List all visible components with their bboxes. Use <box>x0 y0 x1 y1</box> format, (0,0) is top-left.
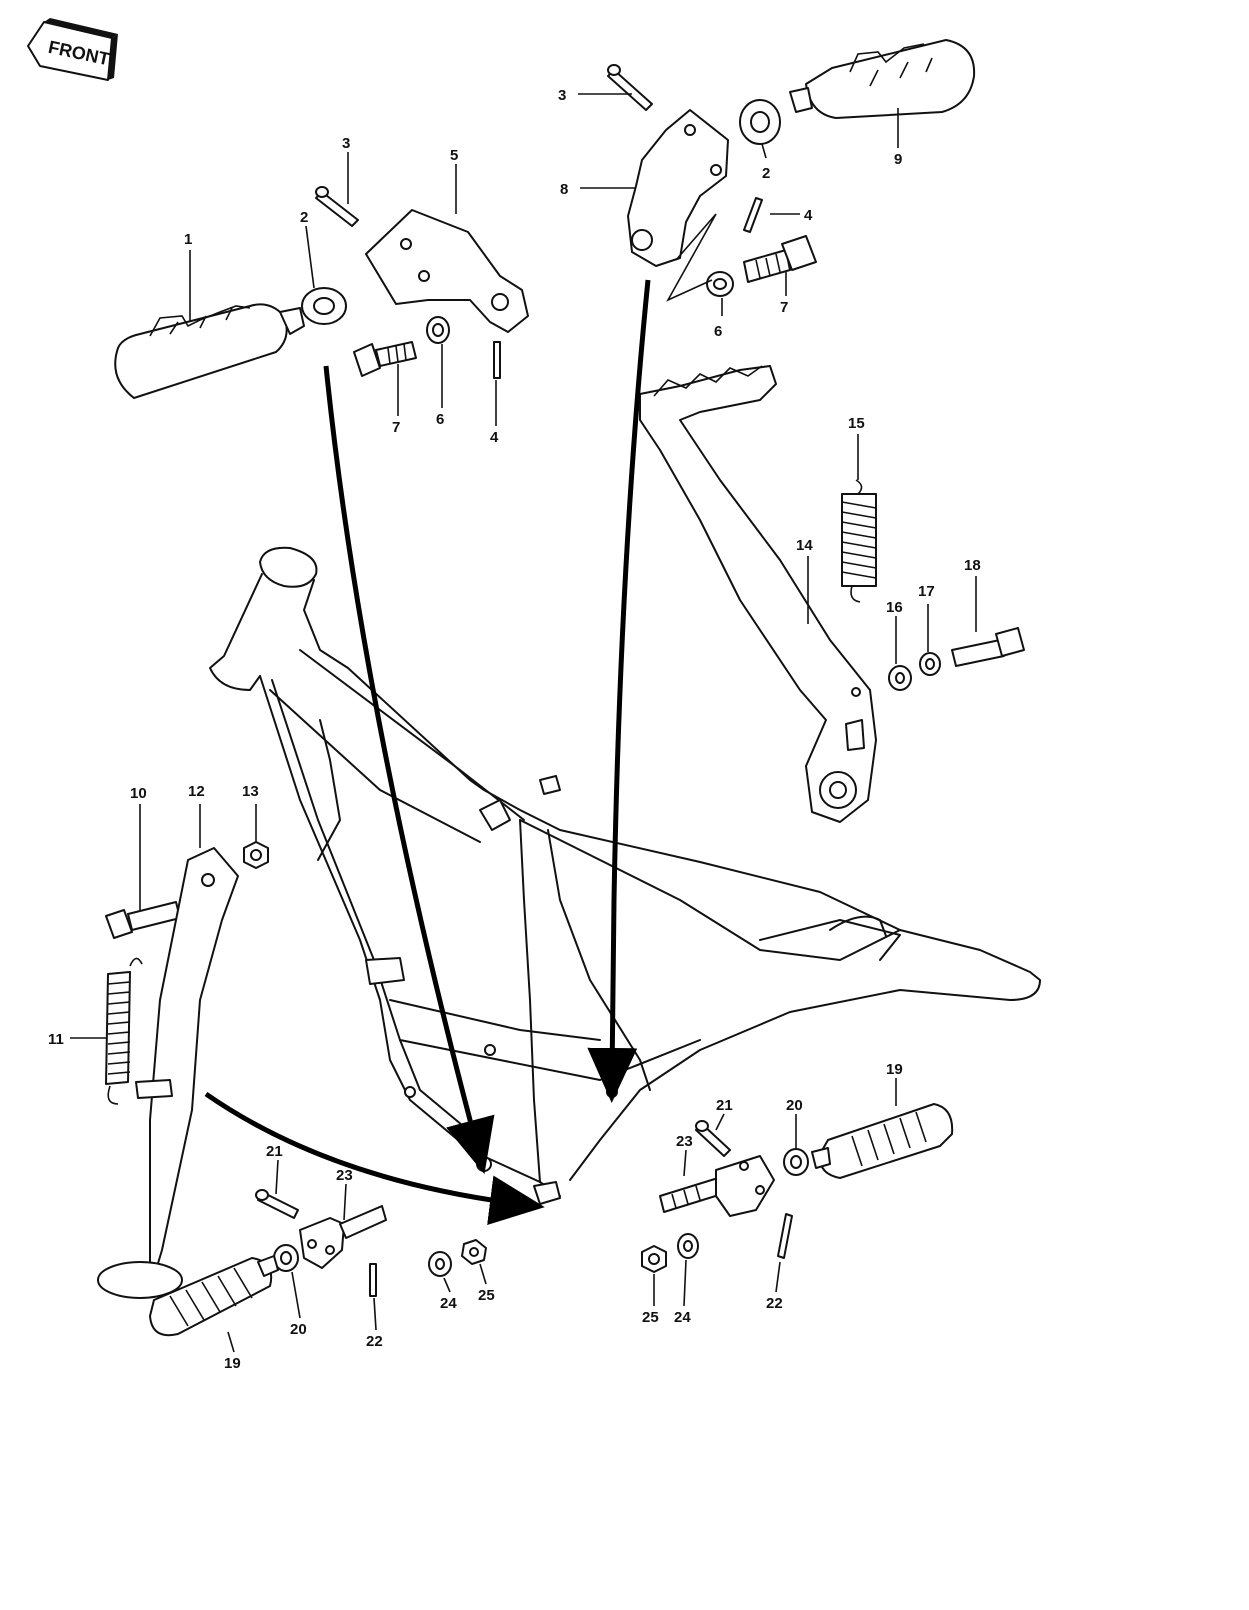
callout-2-right: 2 <box>762 165 770 182</box>
spring-11 <box>105 957 143 1105</box>
callout-6-left: 6 <box>436 411 444 428</box>
washer-24-left <box>428 1251 452 1277</box>
bracket-8 <box>627 109 729 267</box>
washer-2-right <box>739 99 781 145</box>
front-direction-badge: FRONT <box>27 18 118 81</box>
washer-6-right <box>706 271 734 297</box>
callout-22-right: 22 <box>766 1295 783 1312</box>
callout-16: 16 <box>886 599 903 616</box>
pin-3-left <box>315 186 359 227</box>
callout-6-right: 6 <box>714 323 722 340</box>
callout-19-right: 19 <box>886 1061 903 1078</box>
pin-3-right <box>607 64 653 111</box>
callout-1: 1 <box>184 231 192 248</box>
assembly-arrow-side-stand <box>204 1091 545 1226</box>
assembly-arrow-right-footrest <box>587 279 651 1103</box>
pin-21-left <box>255 1189 299 1219</box>
side-stand-12 <box>97 847 239 1299</box>
callout-23-right: 23 <box>676 1133 693 1150</box>
assembly-arrow-left-footrest <box>323 365 495 1175</box>
callout-25-left: 25 <box>478 1287 495 1304</box>
cotter-pin-4-right <box>743 197 763 233</box>
bracket-5 <box>365 209 529 333</box>
callout-24-left: 24 <box>440 1295 457 1312</box>
pin-21-right <box>695 1120 731 1157</box>
footrest-19-left <box>149 1255 279 1337</box>
motorcycle-frame <box>209 546 1041 1205</box>
bolt-18 <box>951 627 1025 667</box>
leader-lines <box>70 93 977 1353</box>
callout-3-right: 3 <box>558 87 566 104</box>
bracket-23-right <box>659 1155 775 1217</box>
nut-25-right <box>641 1245 667 1273</box>
callout-15: 15 <box>848 415 865 432</box>
bracket-8-leader-zigzag <box>666 213 717 302</box>
bolt-10 <box>105 901 181 939</box>
callout-20-right: 20 <box>786 1097 803 1114</box>
spring-15 <box>841 479 877 603</box>
bolt-7-right <box>743 235 817 283</box>
callout-20-left: 20 <box>290 1321 307 1338</box>
callout-7-left: 7 <box>392 419 400 436</box>
callout-17: 17 <box>918 583 935 600</box>
callout-23-left: 23 <box>336 1167 353 1184</box>
washer-6-left <box>426 316 450 344</box>
callout-8: 8 <box>560 181 568 198</box>
washer-17 <box>919 652 941 676</box>
callout-labels: 1 2 3 5 7 6 4 3 8 2 9 4 6 7 15 14 18 16 … <box>48 87 981 1372</box>
cotter-pin-22-right <box>777 1213 793 1259</box>
callout-5: 5 <box>450 147 458 164</box>
footrest-right <box>789 39 976 119</box>
callout-21-left: 21 <box>266 1143 283 1160</box>
callout-22-left: 22 <box>366 1333 383 1350</box>
washer-2-left <box>301 287 347 325</box>
callout-4-left: 4 <box>490 429 499 446</box>
brake-pedal-14 <box>639 365 877 823</box>
washer-20-right <box>783 1148 809 1176</box>
callout-19-left: 19 <box>224 1355 241 1372</box>
callout-2-left: 2 <box>300 209 308 226</box>
cotter-pin-22-left <box>369 1263 377 1297</box>
footrest-19-right <box>811 1103 954 1179</box>
callout-3-left: 3 <box>342 135 350 152</box>
nut-25-left <box>461 1239 487 1265</box>
callout-13: 13 <box>242 783 259 800</box>
callout-7-right: 7 <box>780 299 788 316</box>
cotter-pin-4-left <box>493 341 501 379</box>
callout-12: 12 <box>188 783 205 800</box>
callout-14: 14 <box>796 537 813 554</box>
bracket-23-left <box>299 1205 387 1269</box>
callout-11: 11 <box>48 1031 64 1048</box>
washer-16 <box>888 665 912 691</box>
bolt-7-left <box>353 341 417 377</box>
washer-24-right <box>677 1233 699 1259</box>
callout-25-right: 25 <box>642 1309 659 1326</box>
callout-18: 18 <box>964 557 981 574</box>
callout-10: 10 <box>130 785 147 802</box>
callout-24-right: 24 <box>674 1309 691 1326</box>
callout-21-right: 21 <box>716 1097 733 1114</box>
callout-9: 9 <box>894 151 902 168</box>
footrest-left <box>114 303 305 399</box>
nut-13 <box>243 841 269 869</box>
callout-4-right: 4 <box>804 207 813 224</box>
